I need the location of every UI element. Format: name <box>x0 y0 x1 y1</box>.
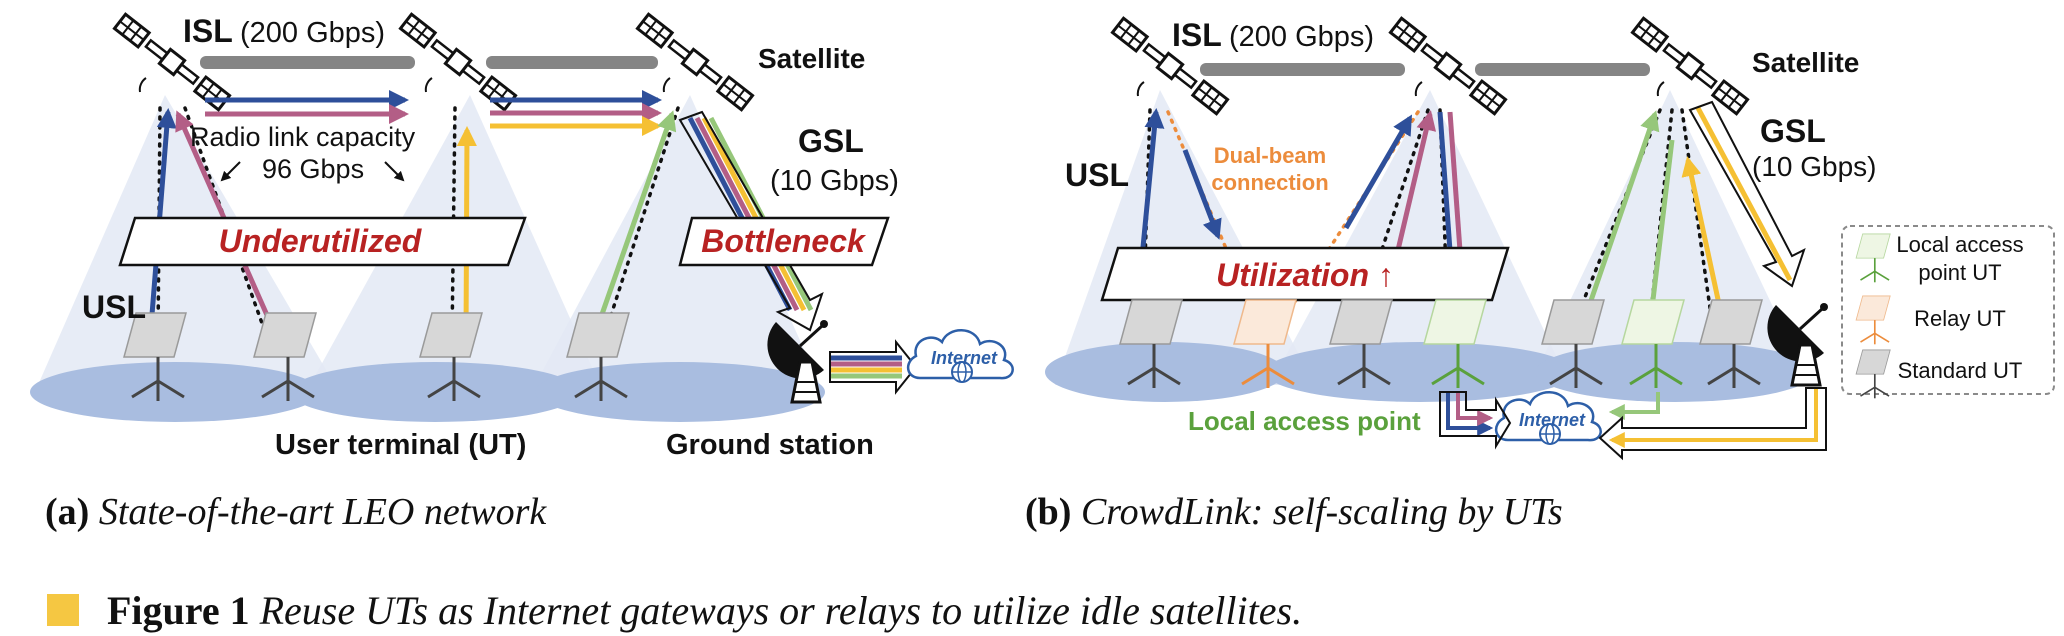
isl-bar <box>1200 63 1405 76</box>
ground-area <box>1045 342 1285 402</box>
radio-link-capacity: 96 Gbps <box>262 154 364 184</box>
legend-local-label: point UT <box>1918 260 2001 285</box>
caption-b: (b) CrowdLink: self-scaling by UTs <box>1025 491 1563 533</box>
figure-caption: Figure 1 Reuse UTs as Internet gateways … <box>107 588 1302 633</box>
gateway-arrow <box>1598 387 1827 461</box>
bottleneck-label: Bottleneck <box>701 223 867 259</box>
gsl-label: GSL <box>1760 113 1826 149</box>
local-access-arrow <box>1439 391 1512 450</box>
isl-bar <box>486 56 658 69</box>
figure-caption-text: Reuse UTs as Internet gateways or relays… <box>259 588 1303 633</box>
figure-label: Figure 1 <box>107 588 250 633</box>
radio-link-label: Radio link capacity <box>190 122 416 152</box>
bottleneck-box <box>678 216 890 267</box>
caption-a-tag: (a) <box>45 491 89 533</box>
isl-rate: (200 Gbps) <box>240 17 385 49</box>
internet-arrow <box>829 339 918 395</box>
gsl-arrow <box>678 110 824 332</box>
isl-bar <box>1475 63 1650 76</box>
ground-area <box>535 362 825 422</box>
legend-box <box>1841 225 2055 395</box>
isl-label: ISL <box>1172 17 1222 53</box>
figure-marker-square <box>47 594 79 626</box>
satellite-label: Satellite <box>758 43 865 74</box>
radio-beam <box>183 106 270 342</box>
isl-rate: (200 Gbps) <box>1229 21 1374 53</box>
gsl-rate: (10 Gbps) <box>1752 151 1877 182</box>
isl-bar <box>200 56 415 69</box>
underutilized-box <box>118 216 527 267</box>
user-terminal-label: User terminal (UT) <box>275 429 526 461</box>
ground-station-label: Ground station <box>666 429 874 461</box>
ground-area <box>1535 342 1815 402</box>
caption-b-tag: (b) <box>1025 491 1071 533</box>
gsl-rate: (10 Gbps) <box>770 165 899 197</box>
legend-standard-label: Standard UT <box>1898 358 2023 383</box>
caption-a-text: State-of-the-art LEO network <box>99 491 548 533</box>
utilization-box <box>1100 246 1510 302</box>
legend-local-label: Local access <box>1896 232 2023 257</box>
panel-a: ISL (200 Gbps) Satellite Radio link capa… <box>30 12 1014 461</box>
legend-relay-label: Relay UT <box>1914 306 2006 331</box>
usl-arrow-green <box>590 110 677 341</box>
caption-b-text: CrowdLink: self-scaling by UTs <box>1081 491 1563 533</box>
usl-label: USL <box>1065 157 1129 193</box>
gsl-label: GSL <box>798 123 864 159</box>
gsl-arrow <box>1688 100 1806 288</box>
usl-label: USL <box>82 289 146 325</box>
internet-label: Internet <box>1519 410 1586 430</box>
dual-beam-label: Dual-beam <box>1214 143 1326 168</box>
ground-area <box>1265 342 1575 402</box>
utilization-label: Utilization ↑ <box>1216 257 1394 293</box>
isl-label: ISL <box>183 13 233 49</box>
caption-a: (a) State-of-the-art LEO network <box>45 491 547 533</box>
panel-b: ISL (200 Gbps) Satellite USL Dual-beam c… <box>1045 16 2055 461</box>
underutilized-label: Underutilized <box>219 223 423 259</box>
dual-beam-label: connection <box>1211 170 1328 195</box>
local-access-point-label: Local access point <box>1188 406 1421 436</box>
internet-label: Internet <box>931 348 998 368</box>
satellite-label: Satellite <box>1752 47 1859 78</box>
satellite-icon <box>1630 16 1750 116</box>
